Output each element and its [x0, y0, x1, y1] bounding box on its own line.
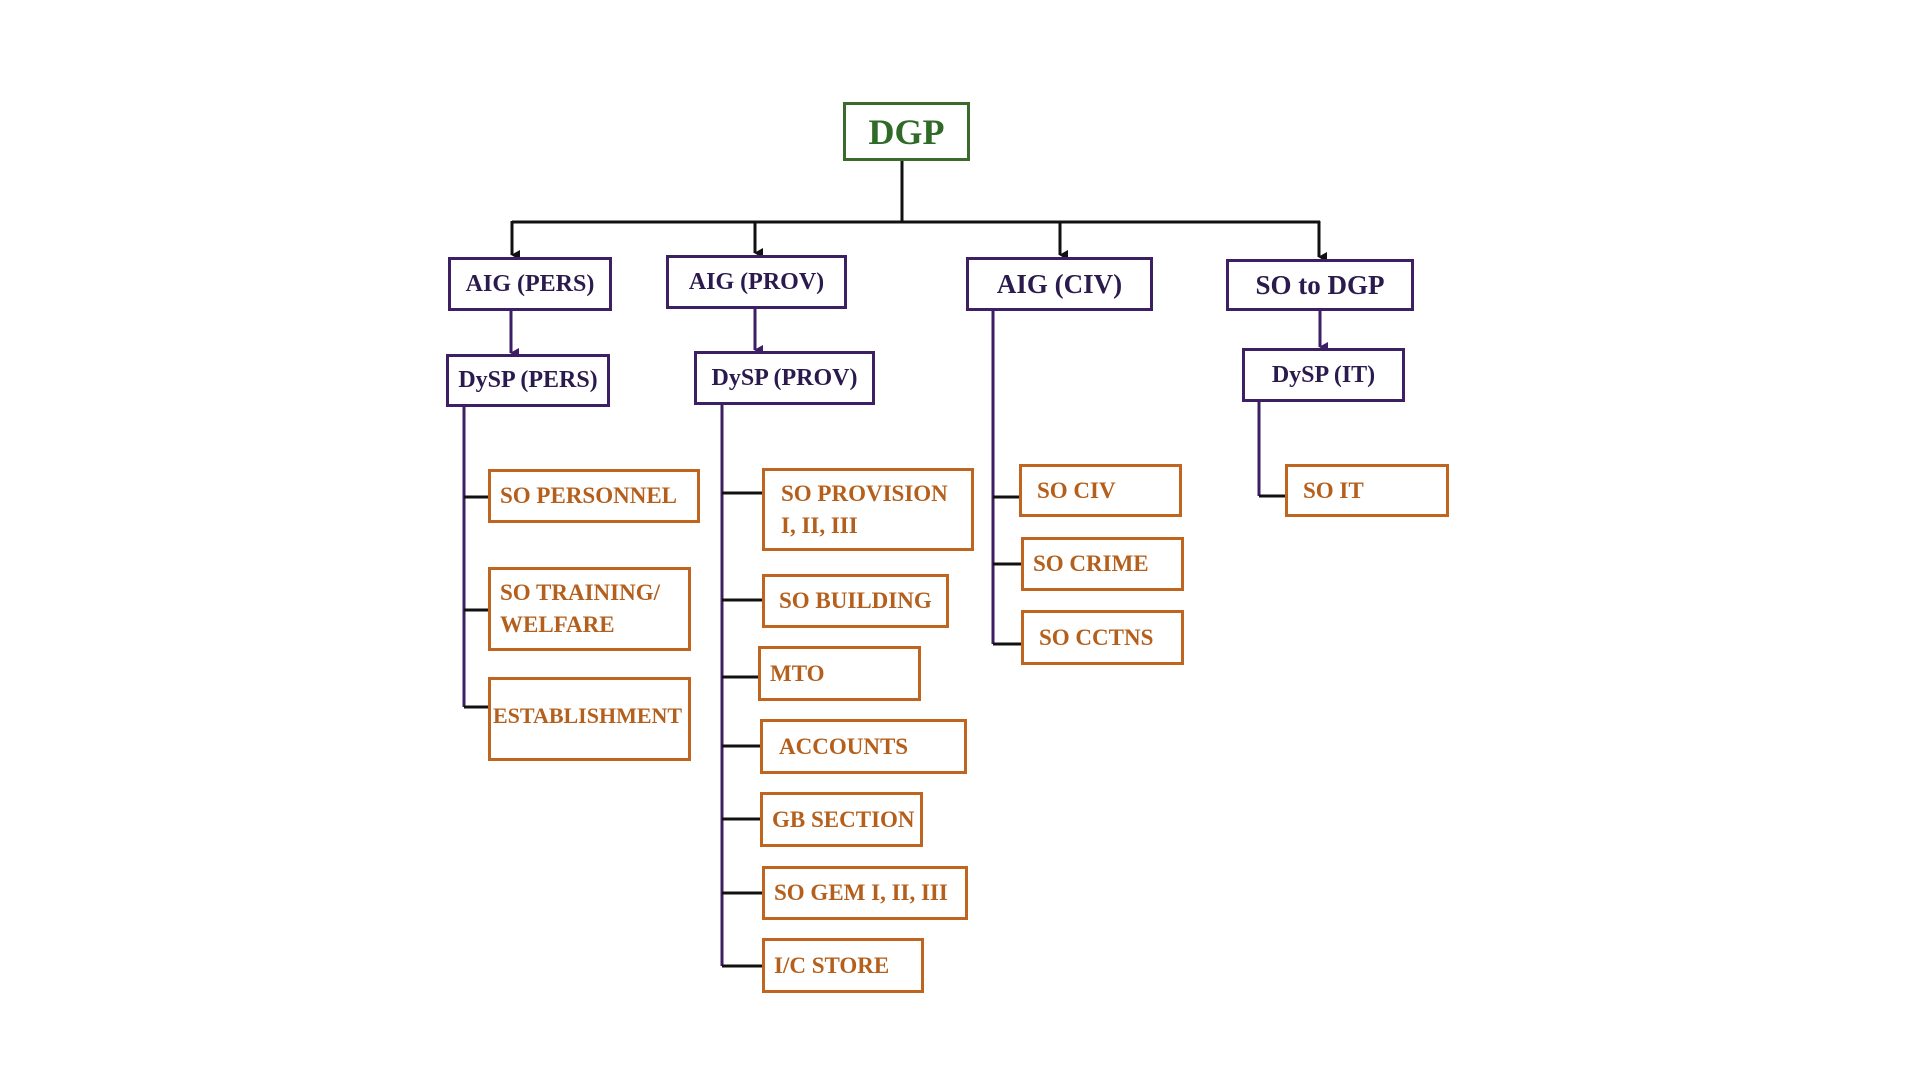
- dgp-box: DGP: [843, 102, 970, 161]
- unit-label: SO PERSONNEL: [500, 483, 678, 508]
- unit-mto: MTO: [758, 646, 921, 701]
- unit-label: ACCOUNTS: [779, 733, 909, 759]
- dysp-prov-label: DySP (PROV): [711, 364, 858, 391]
- unit-so-personnel: SO PERSONNEL: [488, 469, 700, 523]
- unit-label: SO CRIME: [1033, 551, 1149, 576]
- aig-pers-box: AIG (PERS): [448, 257, 612, 311]
- unit-so-gem: SO GEM I, II, III: [762, 866, 968, 920]
- aig-prov-label: AIG (PROV): [688, 268, 825, 295]
- unit-gb-section: GB SECTION: [760, 792, 923, 847]
- unit-label: SO IT: [1303, 477, 1364, 503]
- aig-prov-box: AIG (PROV): [666, 255, 847, 309]
- aig-civ-label: AIG (CIV): [996, 268, 1123, 299]
- unit-label: SO CIV: [1037, 477, 1116, 503]
- unit-label: I/C STORE: [774, 952, 890, 978]
- dgp-label: DGP: [868, 111, 945, 152]
- unit-label: ESTABLISHMENT: [493, 703, 683, 728]
- unit-so-provision: SO PROVISION I, II, III: [762, 468, 974, 551]
- dysp-it-label: DySP (IT): [1271, 361, 1376, 388]
- unit-label: MTO: [770, 660, 825, 686]
- unit-so-cctns: SO CCTNS: [1021, 610, 1184, 665]
- dysp-pers-label: DySP (PERS): [458, 367, 598, 393]
- dysp-prov-box: DySP (PROV): [694, 351, 875, 405]
- dysp-pers-box: DySP (PERS): [446, 354, 610, 407]
- unit-label: GB SECTION: [772, 806, 915, 832]
- so-to-dgp-box: SO to DGP: [1226, 259, 1414, 311]
- unit-label: SO GEM I, II, III: [774, 880, 948, 905]
- dysp-it-box: DySP (IT): [1242, 348, 1405, 402]
- unit-establishment: ESTABLISHMENT: [488, 677, 691, 761]
- unit-label: SO PROVISION I, II, III: [781, 480, 948, 538]
- unit-accounts: ACCOUNTS: [760, 719, 967, 774]
- unit-label: SO TRAINING/ WELFARE: [500, 580, 660, 637]
- unit-so-training-welfare: SO TRAINING/ WELFARE: [488, 567, 691, 651]
- unit-so-building: SO BUILDING: [762, 574, 949, 628]
- unit-so-it: SO IT: [1285, 464, 1449, 517]
- aig-pers-label: AIG (PERS): [465, 270, 595, 297]
- unit-so-civ: SO CIV: [1019, 464, 1182, 517]
- unit-ic-store: I/C STORE: [762, 938, 924, 993]
- so-to-dgp-label: SO to DGP: [1255, 269, 1385, 300]
- unit-so-crime: SO CRIME: [1021, 537, 1184, 591]
- unit-label: SO CCTNS: [1039, 624, 1154, 650]
- aig-civ-box: AIG (CIV): [966, 257, 1153, 311]
- unit-label: SO BUILDING: [779, 588, 932, 613]
